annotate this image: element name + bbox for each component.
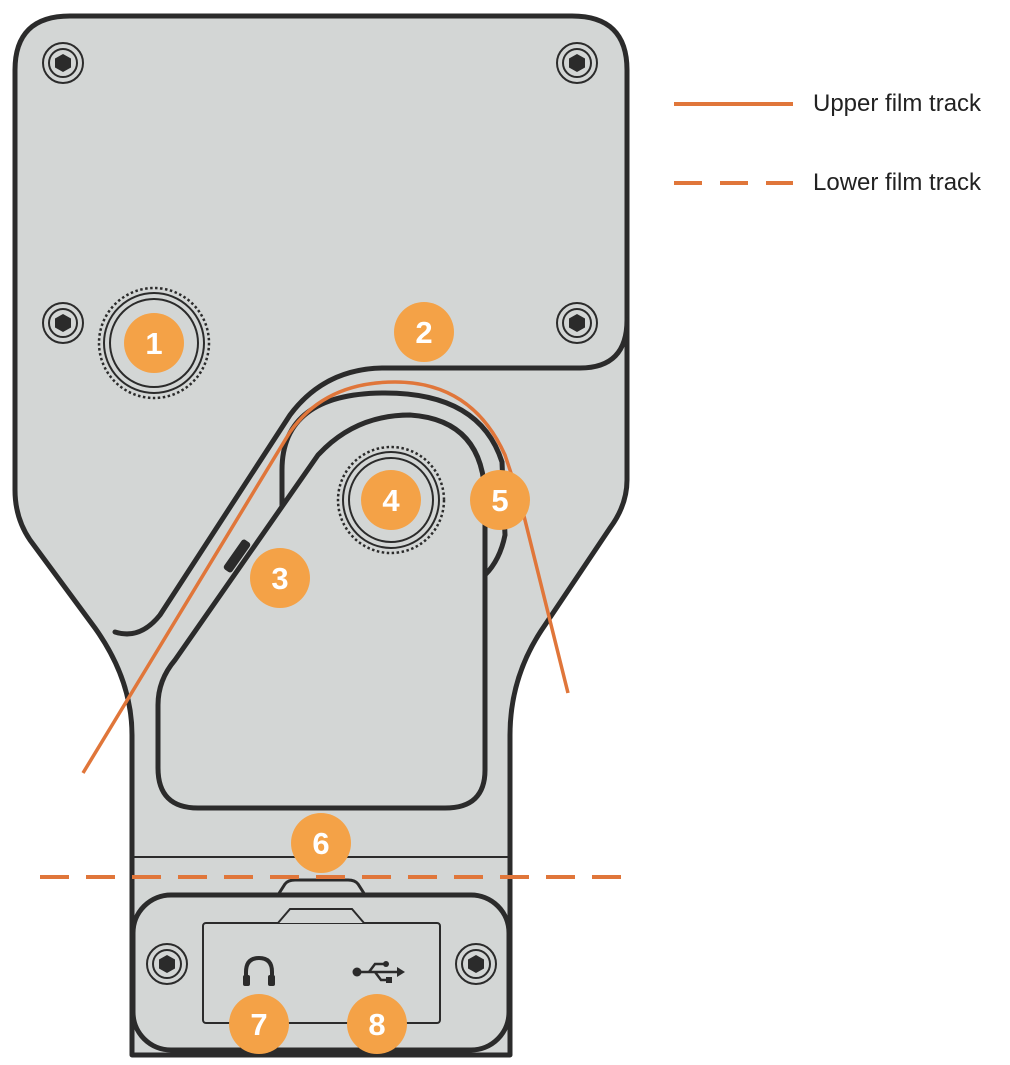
svg-text:8: 8 — [368, 1007, 385, 1042]
hex-screw-icon — [146, 943, 188, 985]
callout-7: 7 — [229, 994, 289, 1054]
callout-5: 5 — [470, 470, 530, 530]
headphones-icon — [243, 955, 275, 986]
hex-screw-icon — [455, 943, 497, 985]
callout-4: 4 — [361, 470, 421, 530]
hex-screw-icon — [556, 42, 598, 84]
svg-text:3: 3 — [271, 561, 288, 596]
latch-top — [274, 878, 369, 899]
callout-2: 2 — [394, 302, 454, 362]
cover-tab — [277, 908, 365, 924]
svg-text:5: 5 — [491, 483, 508, 518]
callout-3: 3 — [250, 548, 310, 608]
svg-text:4: 4 — [382, 483, 400, 518]
svg-text:7: 7 — [250, 1007, 267, 1042]
upper-film-track — [81, 380, 570, 774]
svg-text:1: 1 — [145, 326, 162, 361]
callout-1: 1 — [124, 313, 184, 373]
svg-text:6: 6 — [312, 826, 329, 861]
sensor-bump — [223, 539, 251, 573]
hex-screw-icon — [42, 302, 84, 344]
hex-screw-icon — [556, 302, 598, 344]
legend-upper-label: Upper film track — [813, 90, 982, 117]
callout-6: 6 — [291, 813, 351, 873]
upper-panel-edge — [112, 317, 630, 637]
legend-lower-label: Lower film track — [813, 169, 982, 196]
callout-8: 8 — [347, 994, 407, 1054]
svg-text:2: 2 — [415, 315, 432, 350]
usb-icon — [352, 961, 405, 983]
hex-screw-icon — [42, 42, 84, 84]
